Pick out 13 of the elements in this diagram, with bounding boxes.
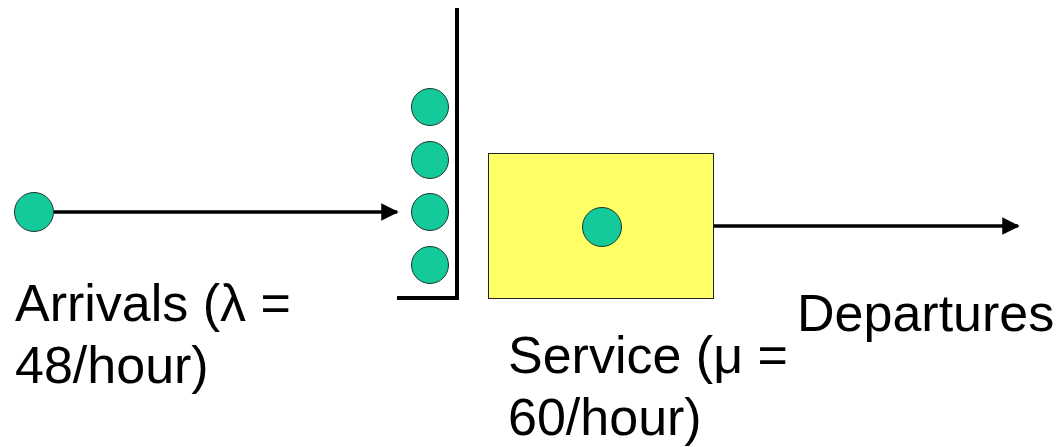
arrow <box>54 203 399 221</box>
service-box <box>488 153 714 299</box>
node-caption: Service (μ = 60/hour) <box>508 325 789 447</box>
customer-circle <box>411 246 449 284</box>
node-caption: Arrivals (λ = 48/hour) <box>15 273 292 396</box>
arrow <box>714 217 1020 235</box>
text-label: Departures <box>797 283 1056 344</box>
customer-circle <box>14 192 54 232</box>
customer-circle <box>411 141 449 179</box>
customer-circle <box>411 193 449 231</box>
customer-circle <box>582 207 622 247</box>
queue-bracket <box>397 8 459 300</box>
customer-circle <box>411 88 449 126</box>
